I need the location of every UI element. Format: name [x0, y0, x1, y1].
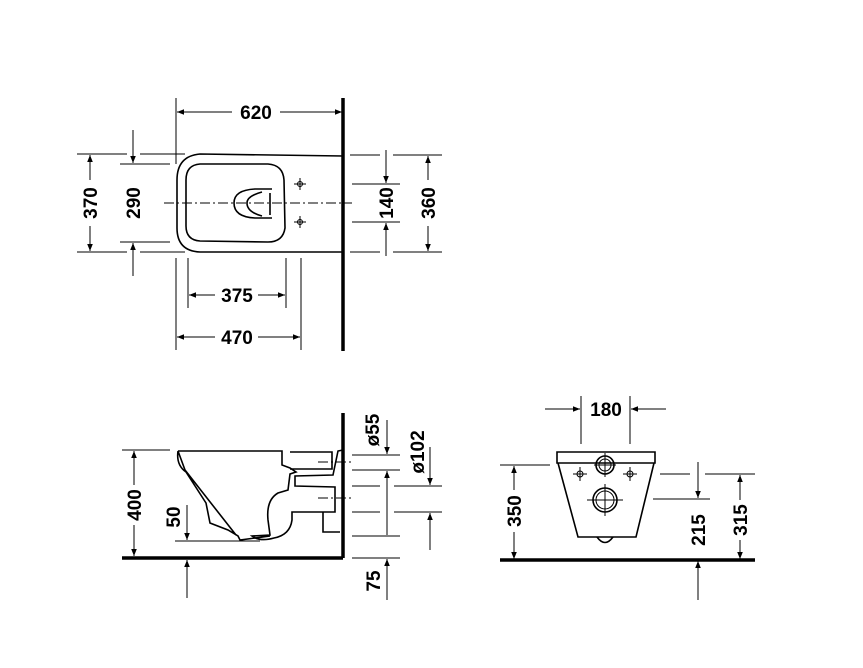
bowl-outline [176, 153, 344, 253]
outlet-outline [233, 188, 272, 219]
dim-outlet-diameter: ø102 [408, 430, 429, 473]
inlet-hole-icon [594, 453, 616, 477]
dim-400: 400 [125, 489, 146, 521]
outlet-hole-icon [587, 484, 623, 516]
outlet-bottom [596, 536, 614, 544]
fixing-hole-icon [573, 467, 637, 481]
side-view: 400 50 ø55 ø102 75 [122, 413, 442, 600]
seat-outline [185, 163, 286, 243]
dim-140: 140 [377, 187, 398, 219]
dim-620: 620 [240, 103, 272, 124]
outlet-connector [322, 512, 340, 533]
bowl-front-outline [556, 451, 656, 538]
dim-75: 75 [364, 570, 385, 592]
dim-180: 180 [590, 400, 622, 421]
front-view: 180 350 215 315 [500, 396, 755, 600]
bowl-profile [176, 449, 344, 541]
dim-470: 470 [221, 328, 253, 349]
fixing-hole-icon [294, 178, 306, 228]
dim-50: 50 [164, 506, 185, 527]
dim-290: 290 [124, 187, 145, 219]
dim-360: 360 [419, 187, 440, 219]
dim-inlet-diameter: ø55 [363, 413, 384, 446]
dim-350: 350 [505, 495, 526, 527]
dim-370: 370 [81, 187, 102, 219]
inlet-connector [290, 451, 333, 470]
dim-315: 315 [731, 504, 752, 536]
dim-215: 215 [689, 514, 710, 546]
top-view: 620 370 290 140 360 375 470 [77, 98, 442, 351]
dim-375: 375 [221, 286, 253, 307]
